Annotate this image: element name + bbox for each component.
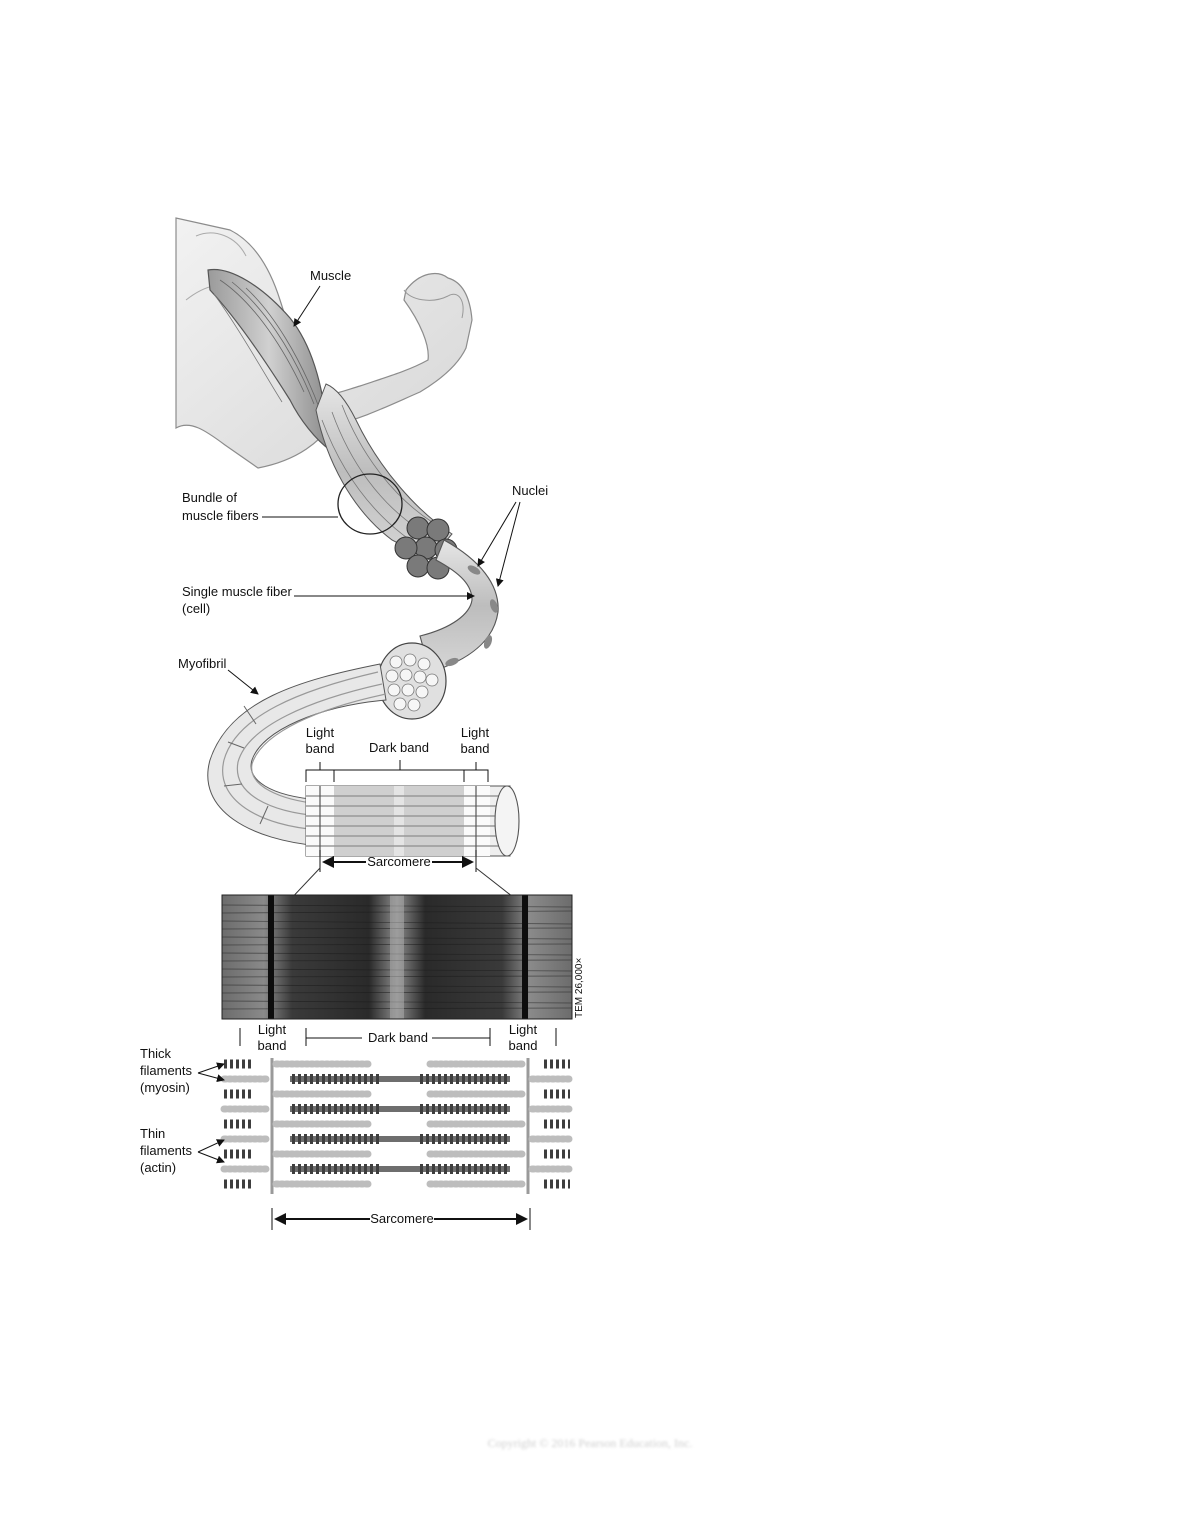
sarcomere-cylinder — [305, 785, 520, 857]
label-muscle: Muscle — [310, 268, 351, 283]
label-light-band-bottom-right-2: band — [509, 1038, 538, 1053]
thin-filaments — [220, 1060, 574, 1188]
sarcomere-bottom-arrow — [271, 1208, 531, 1230]
copyright-footer: Copyright © 2016 Pearson Education, Inc. — [487, 1436, 693, 1450]
label-light-band-bottom-right-1: Light — [509, 1022, 538, 1037]
label-nuclei: Nuclei — [512, 483, 548, 498]
bottom-band-brackets — [239, 1028, 557, 1046]
label-dark-band-top: Dark band — [369, 740, 429, 755]
top-band-brackets — [305, 760, 489, 782]
cylinder-light-band-right — [464, 786, 490, 856]
label-tem-magnification: TEM 26,000× — [574, 958, 585, 1018]
label-sarcomere-bottom: Sarcomere — [370, 1211, 434, 1226]
filament-diagram — [220, 1058, 574, 1194]
thick-filaments — [224, 1059, 570, 1189]
myofibril — [207, 663, 387, 847]
label-single-fiber-line1: Single muscle fiber — [182, 584, 292, 599]
label-bundle-line1: Bundle of — [182, 490, 237, 505]
label-bundle-line2: muscle fibers — [182, 508, 259, 523]
label-myofibril: Myofibril — [178, 656, 227, 671]
bundle-cross-sections — [394, 516, 458, 580]
myofibril-cross-sections — [385, 653, 439, 712]
label-thin-1: Thin — [140, 1126, 165, 1141]
label-light-band-top-right-1: Light — [461, 725, 490, 740]
label-thin-2: filaments — [140, 1143, 193, 1158]
label-light-band-bottom-left-1: Light — [258, 1022, 287, 1037]
label-light-band-top-right-2: band — [461, 741, 490, 756]
label-leader-lines — [197, 285, 521, 1164]
diagram-labels: Muscle Bundle of muscle fibers Nuclei Si… — [140, 268, 585, 1226]
tem-micrograph — [221, 894, 573, 1020]
label-thick-1: Thick — [140, 1046, 172, 1061]
label-light-band-top-left-1: Light — [306, 725, 335, 740]
label-light-band-top-left-2: band — [306, 741, 335, 756]
label-single-fiber-line2: (cell) — [182, 601, 210, 616]
fiber-bundle — [315, 383, 458, 580]
label-thin-3: (actin) — [140, 1160, 176, 1175]
label-light-band-bottom-left-2: band — [258, 1038, 287, 1053]
label-dark-band-bottom: Dark band — [368, 1030, 428, 1045]
cylinder-dark-band — [334, 786, 464, 856]
label-sarcomere-top: Sarcomere — [367, 854, 431, 869]
label-thick-2: filaments — [140, 1063, 193, 1078]
label-thick-3: (myosin) — [140, 1080, 190, 1095]
single-fiber — [377, 539, 499, 720]
